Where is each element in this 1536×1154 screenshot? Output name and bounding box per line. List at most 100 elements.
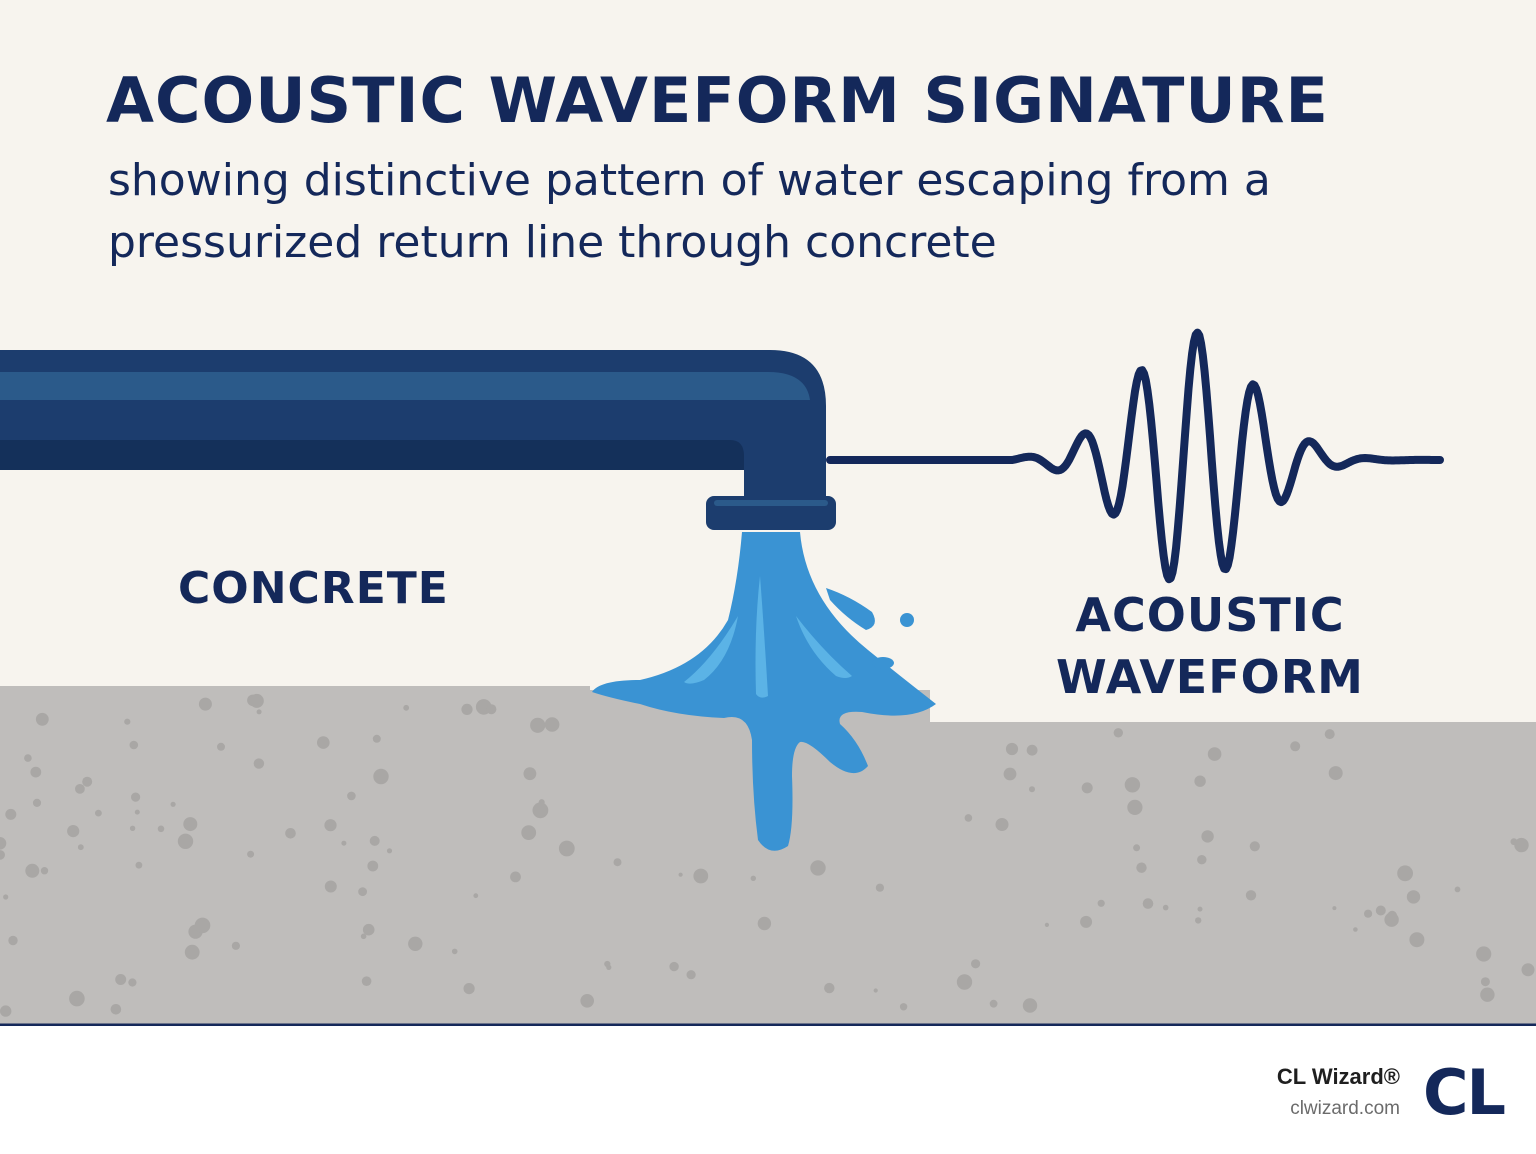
concrete-speckle [750, 875, 756, 881]
concrete-speckle [530, 717, 546, 733]
concrete-speckle [875, 883, 885, 892]
concrete-speckle [247, 850, 255, 858]
concrete-speckle [486, 704, 497, 715]
concrete-speckle [177, 833, 194, 849]
concrete-speckle [1476, 946, 1492, 962]
concrete-speckle [1097, 899, 1105, 907]
concrete-speckle [1480, 977, 1490, 987]
concrete-speckle [1207, 747, 1222, 761]
concrete-speckle [1514, 837, 1529, 853]
concrete-speckle [1136, 862, 1147, 873]
concrete-speckle [217, 742, 225, 751]
concrete-speckle [25, 863, 40, 878]
concrete-speckle [95, 809, 102, 817]
page-title: ACOUSTIC WAVEFORM SIGNATURE [106, 64, 1329, 137]
concrete-speckle [8, 935, 18, 946]
concrete-speckle [1194, 775, 1206, 787]
concrete-speckle [285, 828, 296, 839]
concrete-speckle [1005, 742, 1019, 756]
concrete-speckle [1324, 729, 1335, 740]
concrete-speckle [1127, 799, 1143, 816]
concrete-speckle [157, 825, 165, 833]
concrete-texture [0, 693, 1535, 1017]
concrete-speckle [989, 999, 998, 1008]
concrete-speckle [360, 933, 367, 940]
concrete-speckle [0, 850, 5, 860]
concrete-speckle [1201, 830, 1214, 843]
concrete-speckle [521, 825, 537, 840]
concrete-speckle [82, 776, 93, 787]
concrete-speckle [170, 801, 176, 807]
concrete-speckle [899, 1003, 908, 1011]
concrete-speckle [5, 808, 17, 820]
brand-url[interactable]: clwizard.com [1290, 1098, 1400, 1119]
concrete-speckle [1454, 886, 1461, 893]
footer: CL Wizard® clwizard.com CL [0, 1026, 1536, 1154]
concrete-speckle [1480, 987, 1495, 1002]
concrete-speckle [184, 944, 200, 960]
concrete-speckle [347, 791, 356, 801]
concrete-speckle [115, 974, 127, 985]
concrete-speckle [1026, 744, 1038, 756]
acoustic-waveform-label: ACOUSTIC WAVEFORM [1056, 588, 1364, 704]
concrete-speckle [0, 837, 7, 850]
concrete-speckle [1197, 855, 1207, 865]
concrete-speckle [324, 819, 337, 832]
concrete-speckle [129, 825, 136, 831]
pipe [0, 350, 836, 530]
concrete-speckle [367, 860, 379, 872]
concrete-speckle [1375, 905, 1386, 916]
concrete-speckle [361, 976, 372, 986]
concrete-speckle [613, 858, 622, 867]
concrete-speckle [1142, 898, 1154, 909]
concrete-speckle [1409, 932, 1425, 948]
concrete-speckle [1162, 904, 1169, 911]
concrete-speckle [544, 717, 560, 732]
concrete-speckle [35, 712, 49, 726]
concrete-speckle [1521, 963, 1535, 977]
concrete-speckle [358, 887, 367, 897]
concrete-speckle [686, 970, 696, 980]
concrete-speckle [24, 754, 32, 762]
concrete-speckle [580, 994, 594, 1008]
concrete-speckle [194, 917, 211, 934]
concrete-speckle [1249, 841, 1260, 852]
concrete-speckle [1290, 741, 1301, 752]
concrete-speckle [324, 880, 337, 893]
concrete-speckle [606, 964, 612, 971]
concrete-speckle [1044, 922, 1049, 928]
concrete-speckle [1195, 917, 1202, 924]
concrete-speckle [1384, 912, 1399, 927]
concrete-speckle [317, 736, 330, 749]
page-subtitle: showing distinctive pattern of water esc… [108, 155, 1271, 268]
concrete-speckle [451, 948, 458, 955]
concrete-speckle [372, 734, 381, 743]
concrete-speckle [523, 767, 537, 781]
concrete-speckle [1406, 890, 1421, 904]
concrete-speckle [32, 798, 42, 808]
concrete-speckle [403, 704, 410, 711]
concrete-speckle [30, 766, 42, 778]
concrete-speckle [1353, 927, 1358, 932]
concrete-speckle [3, 894, 9, 900]
concrete-speckle [69, 990, 85, 1007]
concrete-speckle [40, 867, 49, 875]
concrete-speckle [341, 840, 347, 846]
illustration [0, 328, 1536, 1026]
concrete-speckle [373, 768, 389, 785]
concrete-speckle [558, 840, 575, 857]
concrete-speckle [873, 988, 878, 993]
concrete-speckle [134, 809, 140, 815]
acoustic-waveform-line [826, 328, 1444, 584]
concrete-speckle [1397, 865, 1413, 882]
concrete-speckle [386, 848, 393, 854]
brand-logo: CL [1422, 1056, 1506, 1129]
concrete-label: CONCRETE [178, 563, 449, 614]
brand-name: CL Wizard® [1276, 1064, 1400, 1089]
concrete-speckle [1022, 998, 1038, 1013]
concrete-speckle [1133, 844, 1141, 852]
concrete-speckle [461, 703, 473, 716]
concrete-speckle [408, 936, 423, 951]
concrete-speckle [693, 868, 709, 884]
concrete-speckle [135, 861, 143, 869]
